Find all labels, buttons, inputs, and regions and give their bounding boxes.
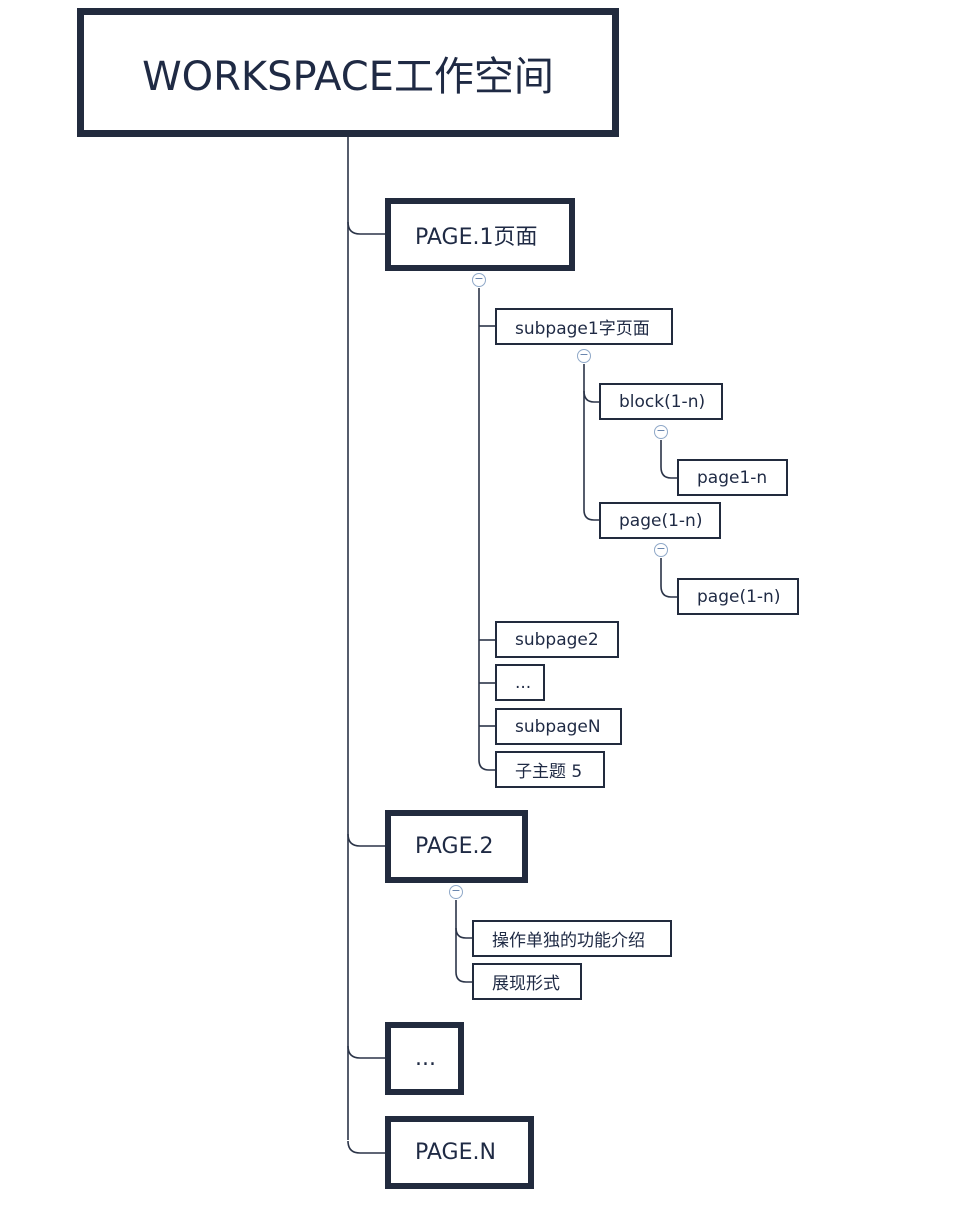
ellipsis-subpage-node[interactable]: ... [495, 664, 545, 701]
subpage1-node[interactable]: subpage1字页面 [495, 308, 673, 345]
subpage2-node[interactable]: subpage2 [495, 621, 619, 658]
topic5-label: 子主题 5 [515, 762, 583, 782]
root-workspace-node[interactable]: WORKSPACE工作空间 [77, 8, 619, 137]
page1-label: PAGE.1页面 [415, 224, 538, 250]
block-label: block(1-n) [619, 391, 706, 412]
page1-n-label: page1-n [697, 467, 768, 488]
ellipsis-subpage-label: ... [515, 672, 532, 693]
page2-display-label: 展现形式 [492, 974, 560, 994]
page2-display-node[interactable]: 展现形式 [472, 963, 582, 1000]
page-range-child-node[interactable]: page(1-n) [677, 578, 799, 615]
topic5-node[interactable]: 子主题 5 [495, 751, 605, 788]
page-range-node[interactable]: page(1-n) [599, 502, 721, 539]
page-range-label: page(1-n) [619, 510, 703, 531]
block-node[interactable]: block(1-n) [599, 383, 723, 420]
page2-collapse-icon[interactable]: − [449, 885, 463, 899]
page1-n-node[interactable]: page1-n [677, 459, 788, 496]
ellipsis-page-node[interactable]: ... [385, 1022, 464, 1095]
page2-feature-label: 操作单独的功能介绍 [492, 931, 645, 951]
subpageN-node[interactable]: subpageN [495, 708, 622, 745]
page1-node[interactable]: PAGE.1页面 [385, 198, 575, 271]
pageN-label: PAGE.N [415, 1140, 496, 1165]
page2-label: PAGE.2 [415, 834, 494, 859]
pageN-node[interactable]: PAGE.N [385, 1116, 534, 1189]
subpage1-collapse-icon[interactable]: − [577, 349, 591, 363]
subpage1-label: subpage1字页面 [515, 319, 650, 339]
page2-feature-node[interactable]: 操作单独的功能介绍 [472, 920, 672, 957]
block-collapse-icon[interactable]: − [654, 425, 668, 439]
page-range-child-label: page(1-n) [697, 586, 781, 607]
root-label: WORKSPACE工作空间 [142, 53, 554, 100]
ellipsis-page-label: ... [415, 1046, 436, 1071]
page2-node[interactable]: PAGE.2 [385, 810, 528, 883]
page1-collapse-icon[interactable]: − [472, 273, 486, 287]
subpage2-label: subpage2 [515, 629, 599, 650]
subpageN-label: subpageN [515, 716, 601, 737]
page-range-collapse-icon[interactable]: − [654, 543, 668, 557]
